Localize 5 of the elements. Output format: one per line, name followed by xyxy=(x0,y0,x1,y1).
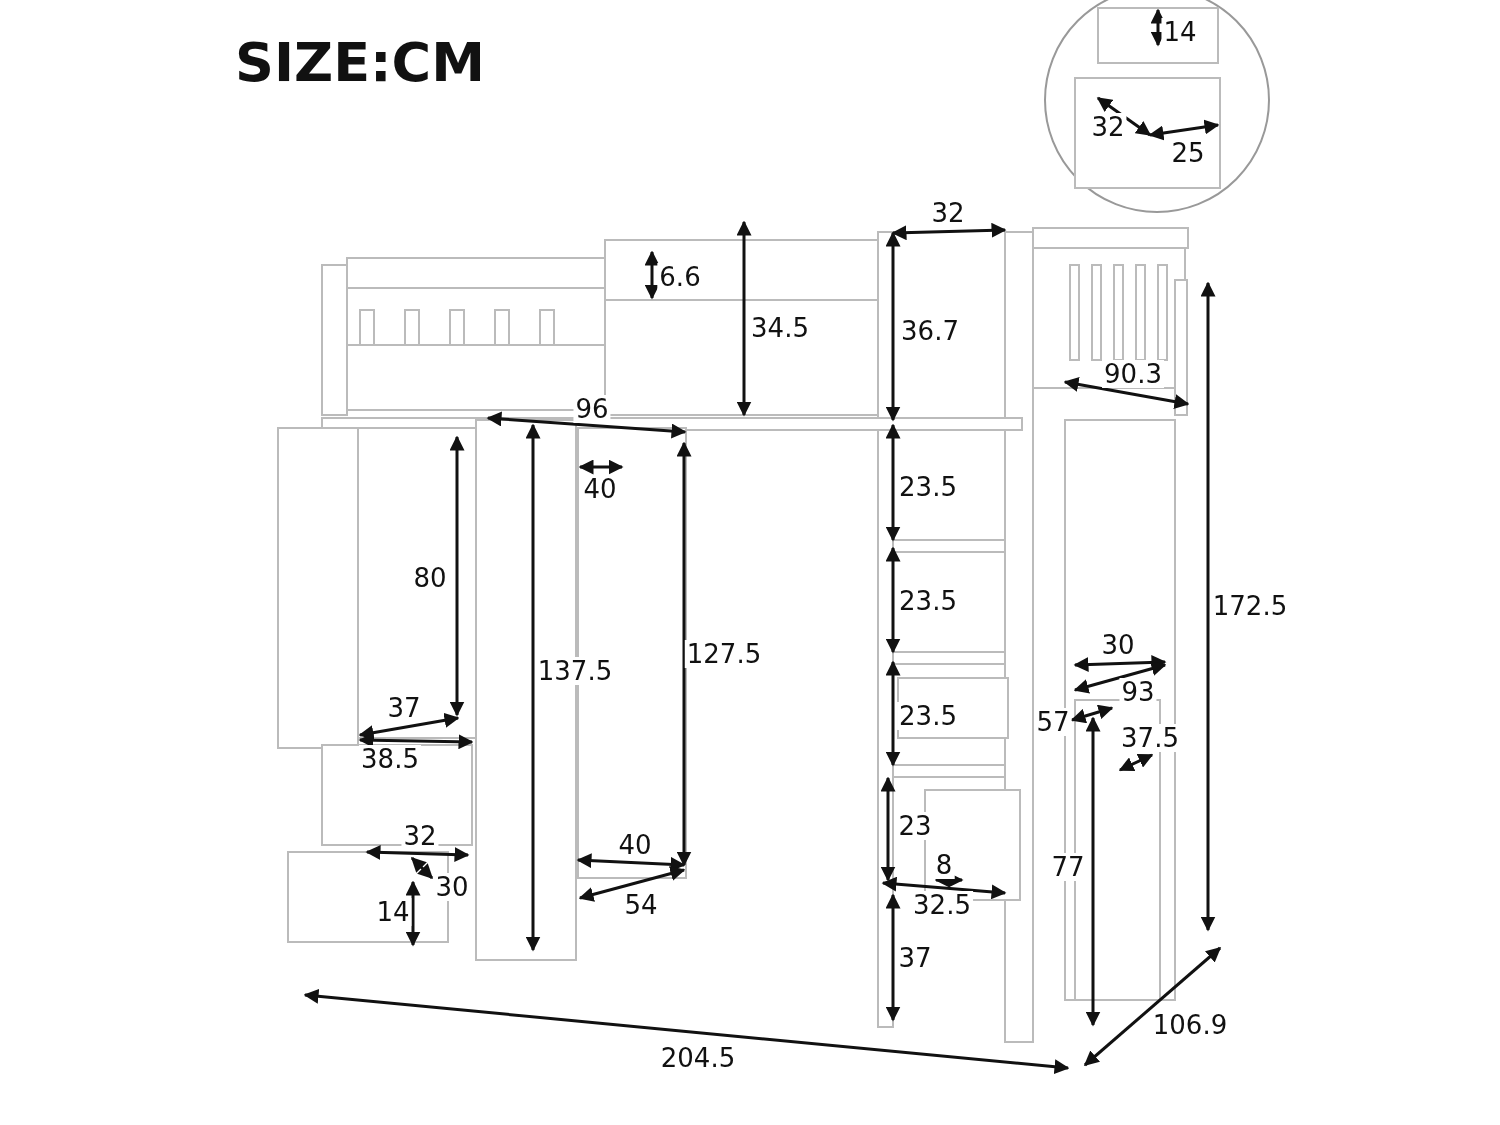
dimension-label: 6.6 xyxy=(657,263,703,291)
title: SIZE:CM xyxy=(235,36,485,90)
dimension-label: 96 xyxy=(573,395,611,423)
dimension-label: 90.3 xyxy=(1102,360,1164,388)
dimension-label: 8 xyxy=(933,851,955,879)
